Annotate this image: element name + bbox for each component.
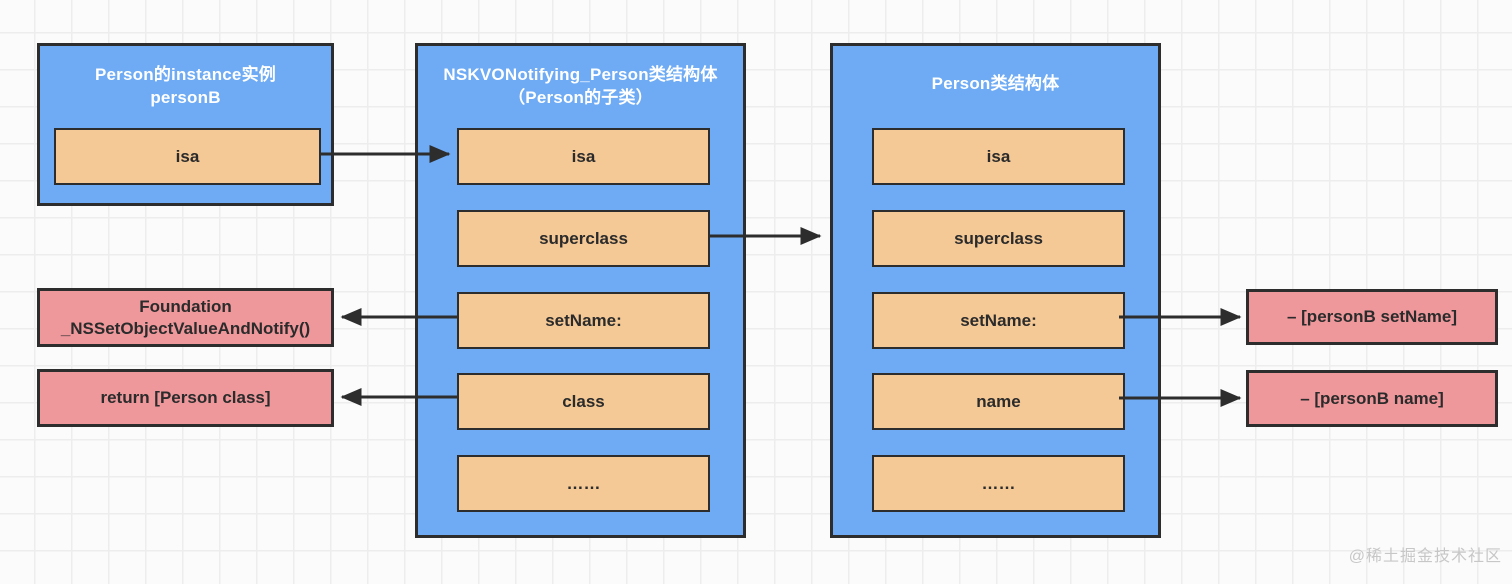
field-setname: setName: (457, 292, 710, 349)
note-foundation-line2: _NSSetObjectValueAndNotify() (60, 318, 311, 338)
person-instance-title-line1: Person的instance实例 (94, 65, 276, 84)
field-name: name (872, 373, 1125, 430)
person-instance-box: Person的instance实例 personB isa (37, 43, 334, 206)
field-isa: isa (872, 128, 1125, 185)
field-isa: isa (54, 128, 321, 185)
kvo-notifying-title-line1: NSKVONotifying_Person类结构体 (443, 65, 718, 84)
person-class-title: Person类结构体 (833, 72, 1158, 95)
field-superclass: superclass (457, 210, 710, 267)
field-setname: setName: (872, 292, 1125, 349)
kvo-notifying-person-box: NSKVONotifying_Person类结构体 （Person的子类） is… (415, 43, 746, 538)
field-class: class (457, 373, 710, 430)
watermark-text: @稀土掘金技术社区 (1348, 548, 1502, 565)
kvo-notifying-title-line2: （Person的子类） (508, 88, 653, 107)
field-ellipsis: …… (872, 455, 1125, 512)
note-personb-setname: – [personB setName] (1246, 289, 1498, 345)
person-class-title-line1: Person类结构体 (931, 74, 1060, 93)
note-foundation-line1: Foundation (139, 296, 232, 316)
person-instance-title: Person的instance实例 personB (40, 63, 331, 109)
note-return-person-class: return [Person class] (37, 369, 334, 427)
kvo-notifying-title: NSKVONotifying_Person类结构体 （Person的子类） (418, 63, 743, 109)
note-foundation-nssetobjectvalueandnotify: Foundation _NSSetObjectValueAndNotify() (37, 288, 334, 347)
note-personb-name: – [personB name] (1246, 370, 1498, 427)
field-superclass: superclass (872, 210, 1125, 267)
field-ellipsis: …… (457, 455, 710, 512)
person-class-box: Person类结构体 isa superclass setName: name … (830, 43, 1161, 538)
person-instance-title-line2: personB (150, 88, 221, 107)
field-isa: isa (457, 128, 710, 185)
